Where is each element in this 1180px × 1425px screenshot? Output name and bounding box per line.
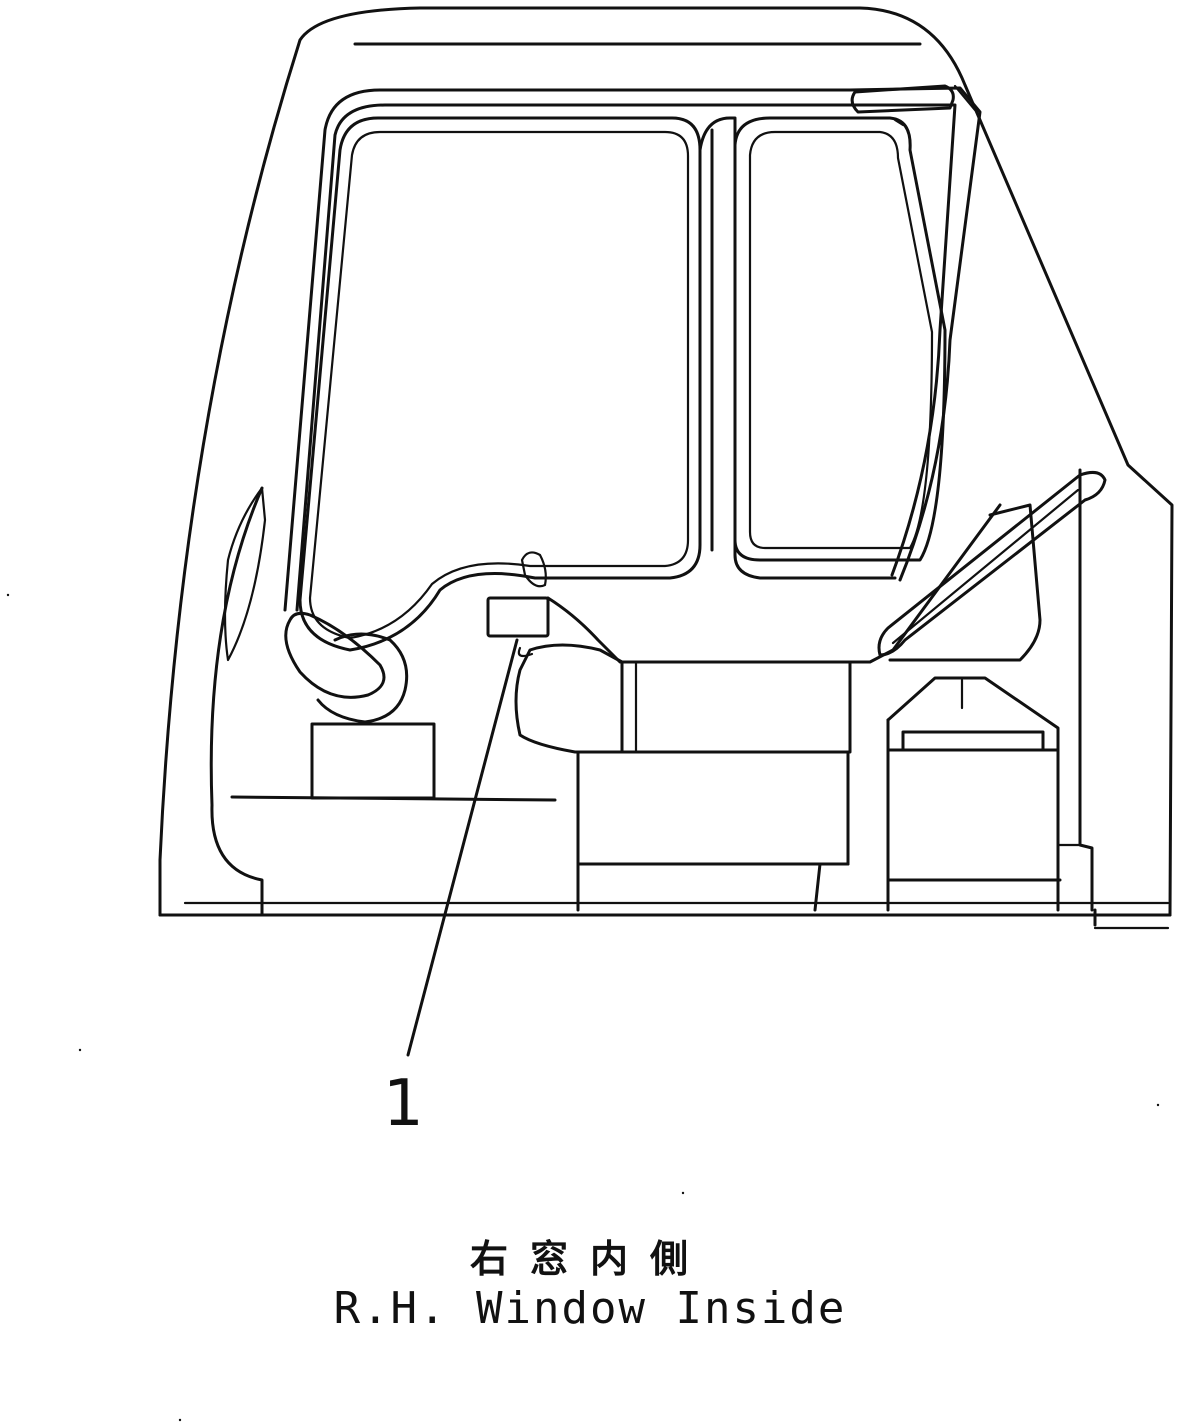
label-plate bbox=[486, 596, 550, 638]
scan-speck bbox=[78, 1048, 82, 1052]
seat-cushion bbox=[514, 643, 624, 754]
center-pillar bbox=[698, 116, 897, 580]
seat-base-lower bbox=[576, 750, 850, 866]
scan-speck bbox=[1156, 1103, 1160, 1107]
scan-speck bbox=[6, 593, 10, 597]
cab-outer-outline bbox=[158, 6, 1174, 917]
left-console-line bbox=[230, 795, 557, 802]
right-console bbox=[888, 503, 1042, 662]
scan-speck bbox=[681, 1191, 685, 1195]
left-side-panel-edge bbox=[223, 486, 267, 662]
left-window-glass-inner bbox=[308, 130, 690, 640]
seat-pedestal bbox=[576, 862, 850, 912]
right-wall-column bbox=[1078, 468, 1097, 927]
rh-window-glass-inner bbox=[748, 130, 934, 550]
roof-block-edge bbox=[953, 84, 977, 112]
roof-block bbox=[850, 84, 955, 114]
callout-leader-line bbox=[406, 638, 519, 1057]
caption-chinese: 右窓内側 bbox=[469, 1237, 710, 1281]
right-cabinet-box bbox=[886, 718, 1062, 912]
scan-speck bbox=[178, 1418, 182, 1422]
left-lever-grip bbox=[284, 611, 386, 699]
left-window-glass-outer bbox=[298, 116, 702, 652]
left-lever-ring bbox=[316, 632, 409, 724]
window-frame-mid bbox=[295, 103, 957, 612]
window-latch bbox=[520, 551, 547, 588]
seat-cushion-inner bbox=[517, 646, 534, 658]
left-console-box bbox=[310, 722, 436, 800]
callout-number: 1 bbox=[383, 1067, 424, 1141]
right-cabinet-panel bbox=[901, 730, 1045, 752]
seat-base-upper bbox=[620, 660, 852, 754]
right-cabinet-top bbox=[886, 676, 1060, 912]
rh-frame-right-edge bbox=[893, 118, 905, 127]
right-armrest bbox=[877, 470, 1107, 657]
rh-window-glass-outer bbox=[733, 116, 947, 562]
caption-english: R.H. Window Inside bbox=[333, 1283, 847, 1334]
cab-inner-body-outline bbox=[209, 486, 264, 917]
right-armrest-inner bbox=[891, 488, 1080, 645]
window-frame-outer bbox=[283, 86, 982, 612]
